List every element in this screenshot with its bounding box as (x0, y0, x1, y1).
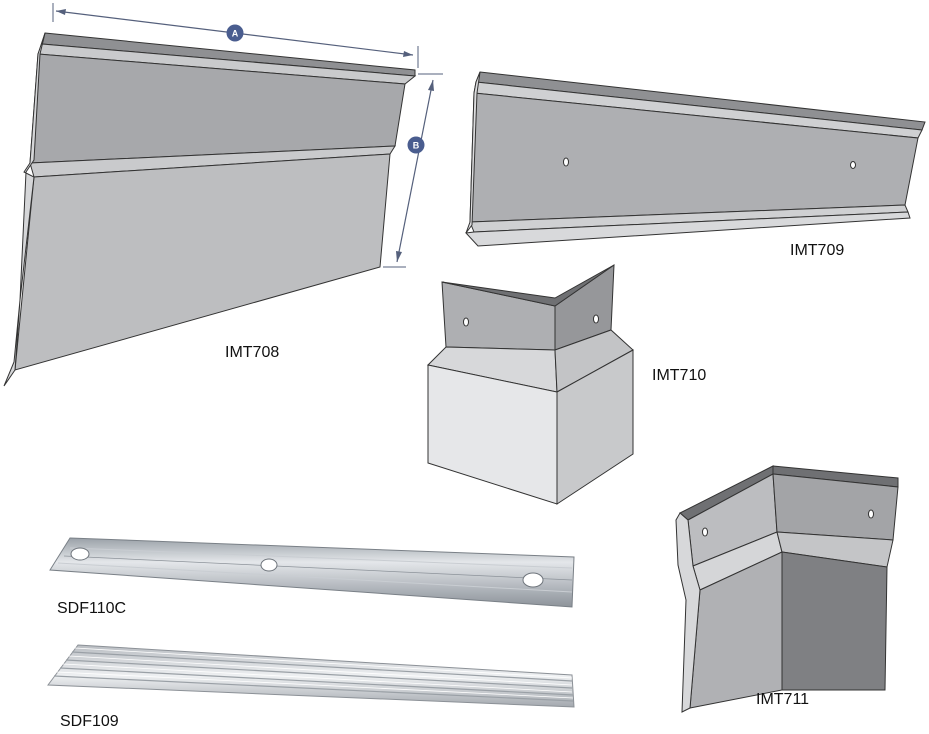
dimension-a-label: A (232, 29, 239, 39)
sdf109-label: SDF109 (60, 713, 119, 730)
sdf110c-label: SDF110C (57, 600, 126, 617)
sdf109-part (47, 644, 575, 708)
dimension-b: B (383, 73, 443, 268)
imt709-part (464, 71, 926, 247)
dimension-b-label: B (413, 141, 420, 151)
dimension-a: A (52, 3, 419, 68)
sdf110c-part (49, 537, 575, 608)
dimension-a-badge (226, 24, 244, 42)
imt709-label: IMT709 (790, 242, 844, 259)
imt711-label: IMT711 (756, 691, 809, 708)
imt708-label: IMT708 (225, 344, 279, 361)
imt710-part (426, 264, 634, 505)
imt711-part (675, 465, 899, 713)
dimension-b-badge (407, 136, 425, 154)
imt710-label: IMT710 (652, 367, 706, 384)
imt708-part (3, 32, 417, 387)
